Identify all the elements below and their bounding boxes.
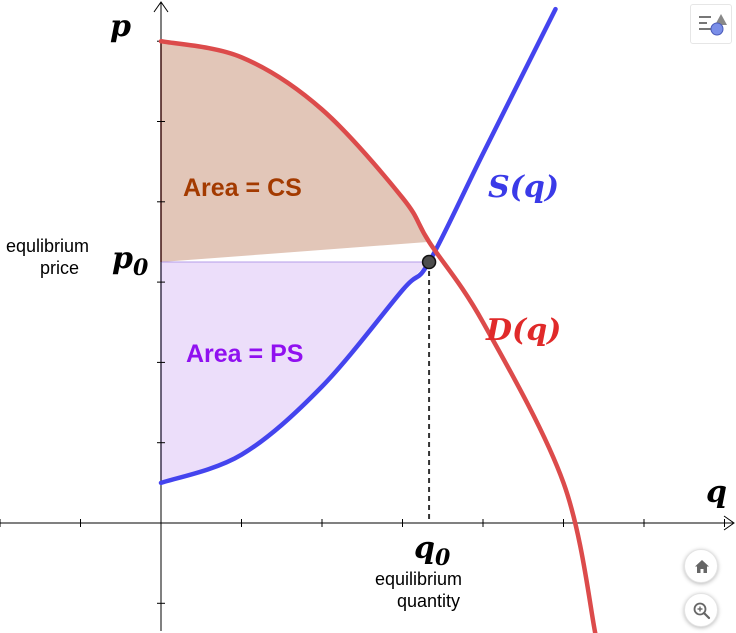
p0-label: p0 <box>112 241 149 281</box>
equilibrium-price-line2: price <box>40 258 79 278</box>
consumer-surplus-label: Area = CS <box>183 174 302 202</box>
q0-label: q0 <box>414 531 451 571</box>
producer-surplus-region <box>161 262 430 483</box>
p-axis-label: p <box>110 9 131 44</box>
equilibrium-price-line1: equlibrium <box>6 236 89 256</box>
zoom-in-icon <box>693 602 711 620</box>
q-axis-label: q <box>706 475 727 510</box>
q0-subscript: 0 <box>435 545 451 571</box>
supply-curve[interactable] <box>158 6 558 486</box>
style-bar-toggle-button[interactable] <box>690 4 732 44</box>
p-axis-arrow <box>153 1 169 13</box>
producer-surplus-label: Area = PS <box>186 340 303 368</box>
home-button[interactable] <box>684 549 718 583</box>
home-icon <box>695 560 709 573</box>
p0-main: p <box>112 241 133 276</box>
q0-main: q <box>414 531 435 566</box>
consumer-surplus-region <box>161 41 430 263</box>
q-axis-arrow <box>723 515 735 531</box>
zoom-in-button[interactable] <box>684 593 718 627</box>
equilibrium-quantity-line1: equilibrium <box>375 569 462 589</box>
style-bar-toggle-icon <box>699 14 727 36</box>
equilibrium-point[interactable] <box>421 254 437 270</box>
demand-curve-label: D(q) <box>485 313 561 348</box>
p0-subscript: 0 <box>133 255 149 281</box>
demand-curve[interactable] <box>158 38 598 633</box>
equilibrium-quantity-line2: quantity <box>397 591 460 611</box>
supply-curve-label: S(q) <box>488 170 559 205</box>
